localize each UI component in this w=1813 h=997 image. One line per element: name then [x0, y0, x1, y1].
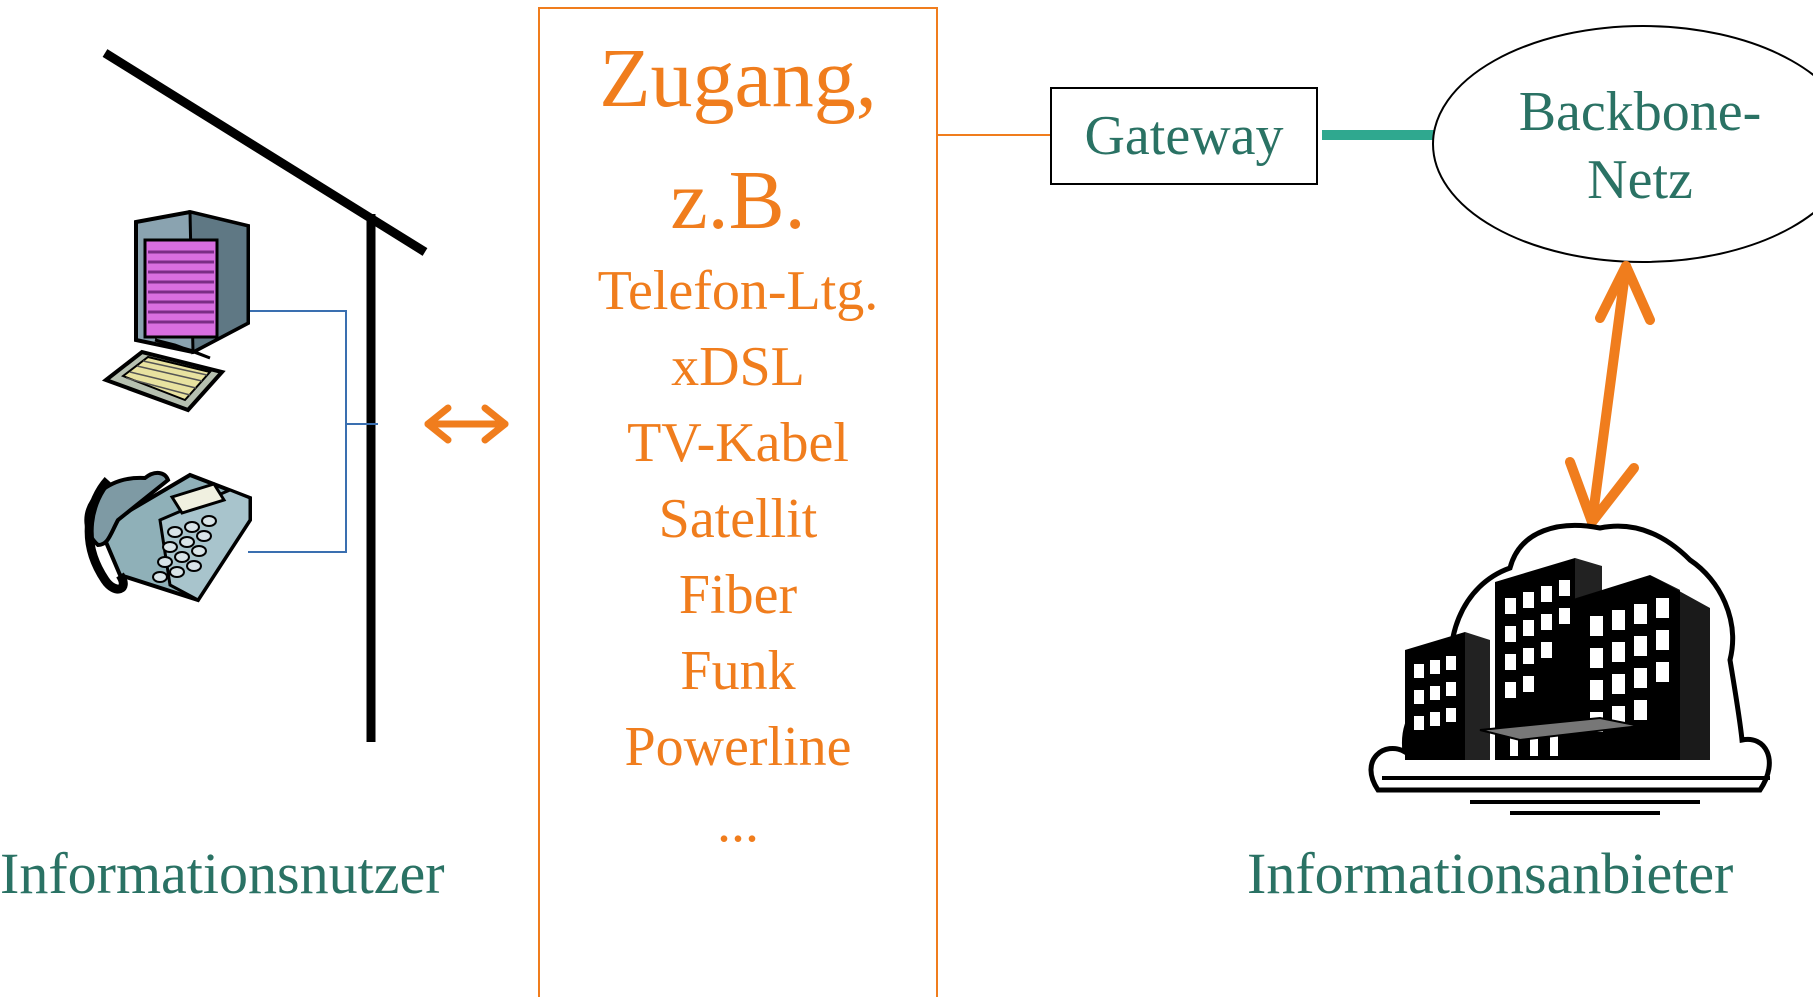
telephone-icon [84, 471, 252, 603]
user-label: Informationsnutzer [0, 841, 445, 906]
access-item: TV-Kabel [627, 412, 849, 474]
device-wiring [248, 310, 378, 553]
backbone-label-line2: Netz [1587, 149, 1693, 212]
computer-icon [101, 209, 250, 413]
backbone-label-line1: Backbone- [1518, 81, 1762, 143]
backbone-cloud [1432, 25, 1813, 263]
bidirectional-arrow-icon [424, 404, 509, 444]
access-item: Funk [680, 640, 796, 702]
access-item: xDSL [671, 336, 805, 398]
access-item: ... [717, 792, 759, 854]
office-building-icon [1368, 523, 1772, 815]
access-item: Fiber [678, 564, 798, 626]
access-box [538, 7, 938, 997]
gateway-label: Gateway [1084, 105, 1284, 167]
backbone-label: Backbone- Netz [1440, 78, 1813, 215]
access-title-line2: z.B. [670, 154, 806, 247]
access-title-line1: Zugang, [599, 32, 877, 125]
access-item: Powerline [624, 716, 852, 778]
provider-backbone-arrow [1565, 261, 1655, 527]
provider-label: Informationsanbieter [1247, 841, 1734, 906]
access-item: Telefon-Ltg. [597, 260, 879, 322]
gateway-box: Gateway [1050, 87, 1318, 185]
access-item: Satellit [658, 488, 818, 550]
